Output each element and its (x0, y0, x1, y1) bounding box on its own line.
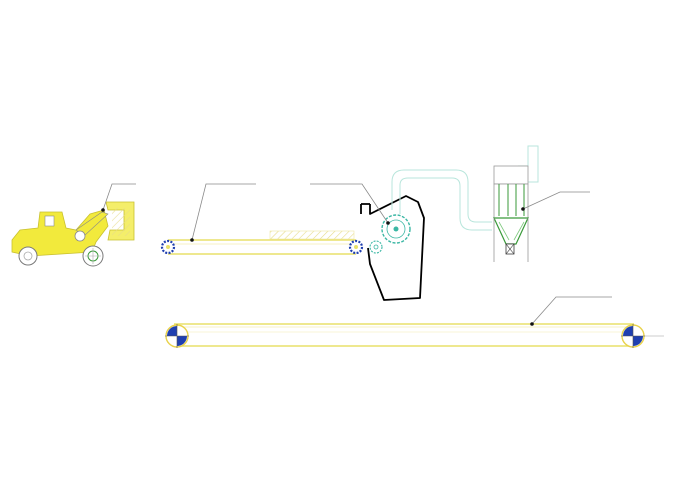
dust-collector-legs (493, 218, 529, 262)
loader-cab-window (44, 215, 55, 227)
feed-conveyor-head-pulley (348, 239, 364, 255)
discharge-conveyor (165, 323, 664, 348)
feed-conveyor (160, 230, 364, 255)
dust-collector (493, 145, 539, 262)
crusher-housing (360, 195, 425, 301)
leader-dot-3 (386, 221, 390, 225)
leader-line-4 (522, 191, 590, 210)
leader-dot-5 (530, 322, 534, 326)
loader-bucket-hatch (112, 208, 130, 236)
crusher (360, 195, 425, 301)
crusher-rotor (381, 214, 411, 244)
leader-line-5 (531, 296, 612, 325)
leader-dot-4 (521, 207, 525, 211)
loader-body (11, 209, 109, 257)
feed-conveyor-tail-pulley (160, 239, 176, 255)
dust-duct (391, 169, 492, 231)
dust-collector-top-box (493, 165, 529, 185)
loader-front-wheel (82, 245, 104, 267)
dust-collector-filter-bags (498, 184, 525, 216)
wheel-loader (11, 201, 135, 267)
feed-conveyor-material (269, 230, 355, 240)
leader-line-3 (310, 183, 389, 224)
loader-pivot (74, 230, 86, 242)
leader-dot-2 (190, 238, 194, 242)
discharge-conveyor-tail-pulley (165, 324, 189, 348)
discharge-conveyor-head-pulley (621, 324, 645, 348)
crusher-drive-gear (369, 240, 383, 254)
dust-collector-hopper (493, 217, 529, 245)
loader-rear-wheel (18, 246, 38, 266)
leader-line-2 (191, 183, 256, 241)
leader-dot-1 (101, 208, 105, 212)
leader-line-1 (102, 183, 136, 211)
